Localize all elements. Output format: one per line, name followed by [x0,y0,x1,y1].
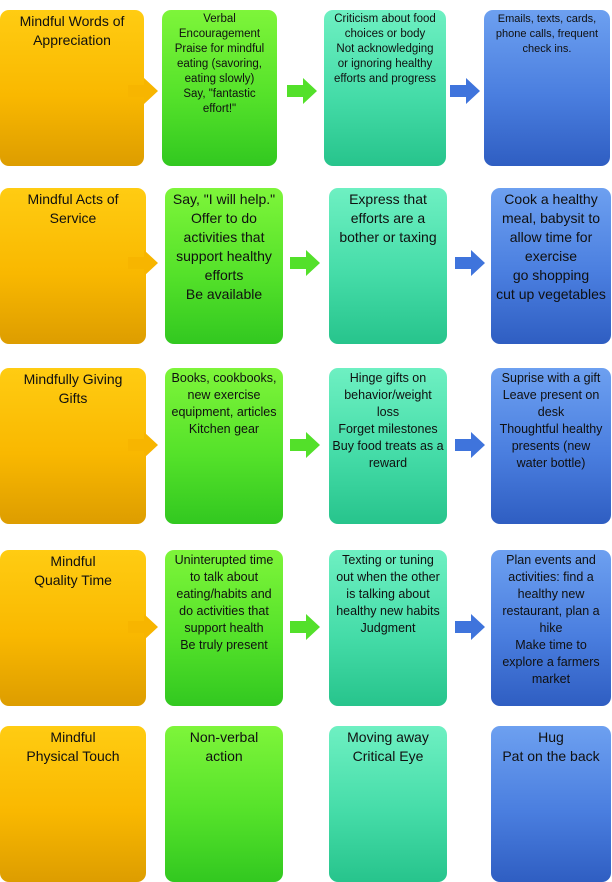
row4-arrow-1-icon [128,614,158,640]
row1-avoid-box: Criticism about food choices or body Not… [324,10,446,166]
row4-avoid-box: Texting or tuning out when the other is … [329,550,447,706]
row2-support-box: Say, "I will help." Offer to do activiti… [165,188,283,344]
row1-support-box: Verbal Encouragement Praise for mindful … [162,10,277,166]
row3-examples-box: Suprise with a gift Leave present on des… [491,368,611,524]
row3-avoid-box: Hinge gifts on behavior/weight loss Forg… [329,368,447,524]
row4-category-box: Mindful Quality Time [0,550,146,706]
row3-arrow-3-icon [455,432,485,458]
row3-category-text: Mindfully Giving Gifts [23,371,123,406]
row4-examples-box: Plan events and activities: find a healt… [491,550,611,706]
row2-avoid-box: Express that efforts are a bother or tax… [329,188,447,344]
row2-examples-box: Cook a healthy meal, babysit to allow ti… [491,188,611,344]
row4-avoid-text: Texting or tuning out when the other is … [336,553,440,635]
row1-arrow-3-icon [450,78,480,104]
row2-examples-text: Cook a healthy meal, babysit to allow ti… [496,191,606,302]
row4-support-text: Uninterupted time to talk about eating/h… [174,553,274,652]
row2-avoid-text: Express that efforts are a bother or tax… [339,191,437,245]
row3-arrow-1-icon [128,432,158,458]
row1-category-box: Mindful Words of Appreciation [0,10,144,166]
row3-support-box: Books, cookbooks, new exercise equipment… [165,368,283,524]
row1-avoid-text: Criticism about food choices or body Not… [333,13,437,85]
row3-arrow-2-icon [290,432,320,458]
row2-arrow-3-icon [455,250,485,276]
row4-arrow-2-icon [290,614,320,640]
row3-support-text: Books, cookbooks, new exercise equipment… [171,371,277,436]
row5-avoid-box: Moving away Critical Eye [329,726,447,882]
row2-support-text: Say, "I will help." Offer to do activiti… [172,191,276,302]
row2-arrow-1-icon [128,250,158,276]
row4-examples-text: Plan events and activities: find a healt… [502,553,600,686]
row3-avoid-text: Hinge gifts on behavior/weight loss Forg… [332,371,444,470]
row2-category-text: Mindful Acts of Service [27,191,119,226]
row5-support-text: Non-verbal action [189,729,259,764]
row1-support-text: Verbal Encouragement Praise for mindful … [174,13,265,115]
row5-support-box: Non-verbal action [165,726,283,882]
row5-examples-text: Hug Pat on the back [502,729,600,764]
row5-examples-box: Hug Pat on the back [491,726,611,882]
row3-category-box: Mindfully Giving Gifts [0,368,146,524]
row5-avoid-text: Moving away Critical Eye [347,729,429,764]
row4-arrow-3-icon [455,614,485,640]
row4-support-box: Uninterupted time to talk about eating/h… [165,550,283,706]
row1-arrow-1-icon [128,78,158,104]
row1-examples-text: Emails, texts, cards, phone calls, frequ… [495,13,599,55]
row1-category-text: Mindful Words of Appreciation [19,13,125,48]
row2-category-box: Mindful Acts of Service [0,188,146,344]
row5-category-text: Mindful Physical Touch [26,729,120,764]
row1-arrow-2-icon [287,78,317,104]
row1-examples-box: Emails, texts, cards, phone calls, frequ… [484,10,610,166]
row2-arrow-2-icon [290,250,320,276]
row3-examples-text: Suprise with a gift Leave present on des… [499,371,603,470]
row5-category-box: Mindful Physical Touch [0,726,146,882]
row4-category-text: Mindful Quality Time [34,553,112,588]
